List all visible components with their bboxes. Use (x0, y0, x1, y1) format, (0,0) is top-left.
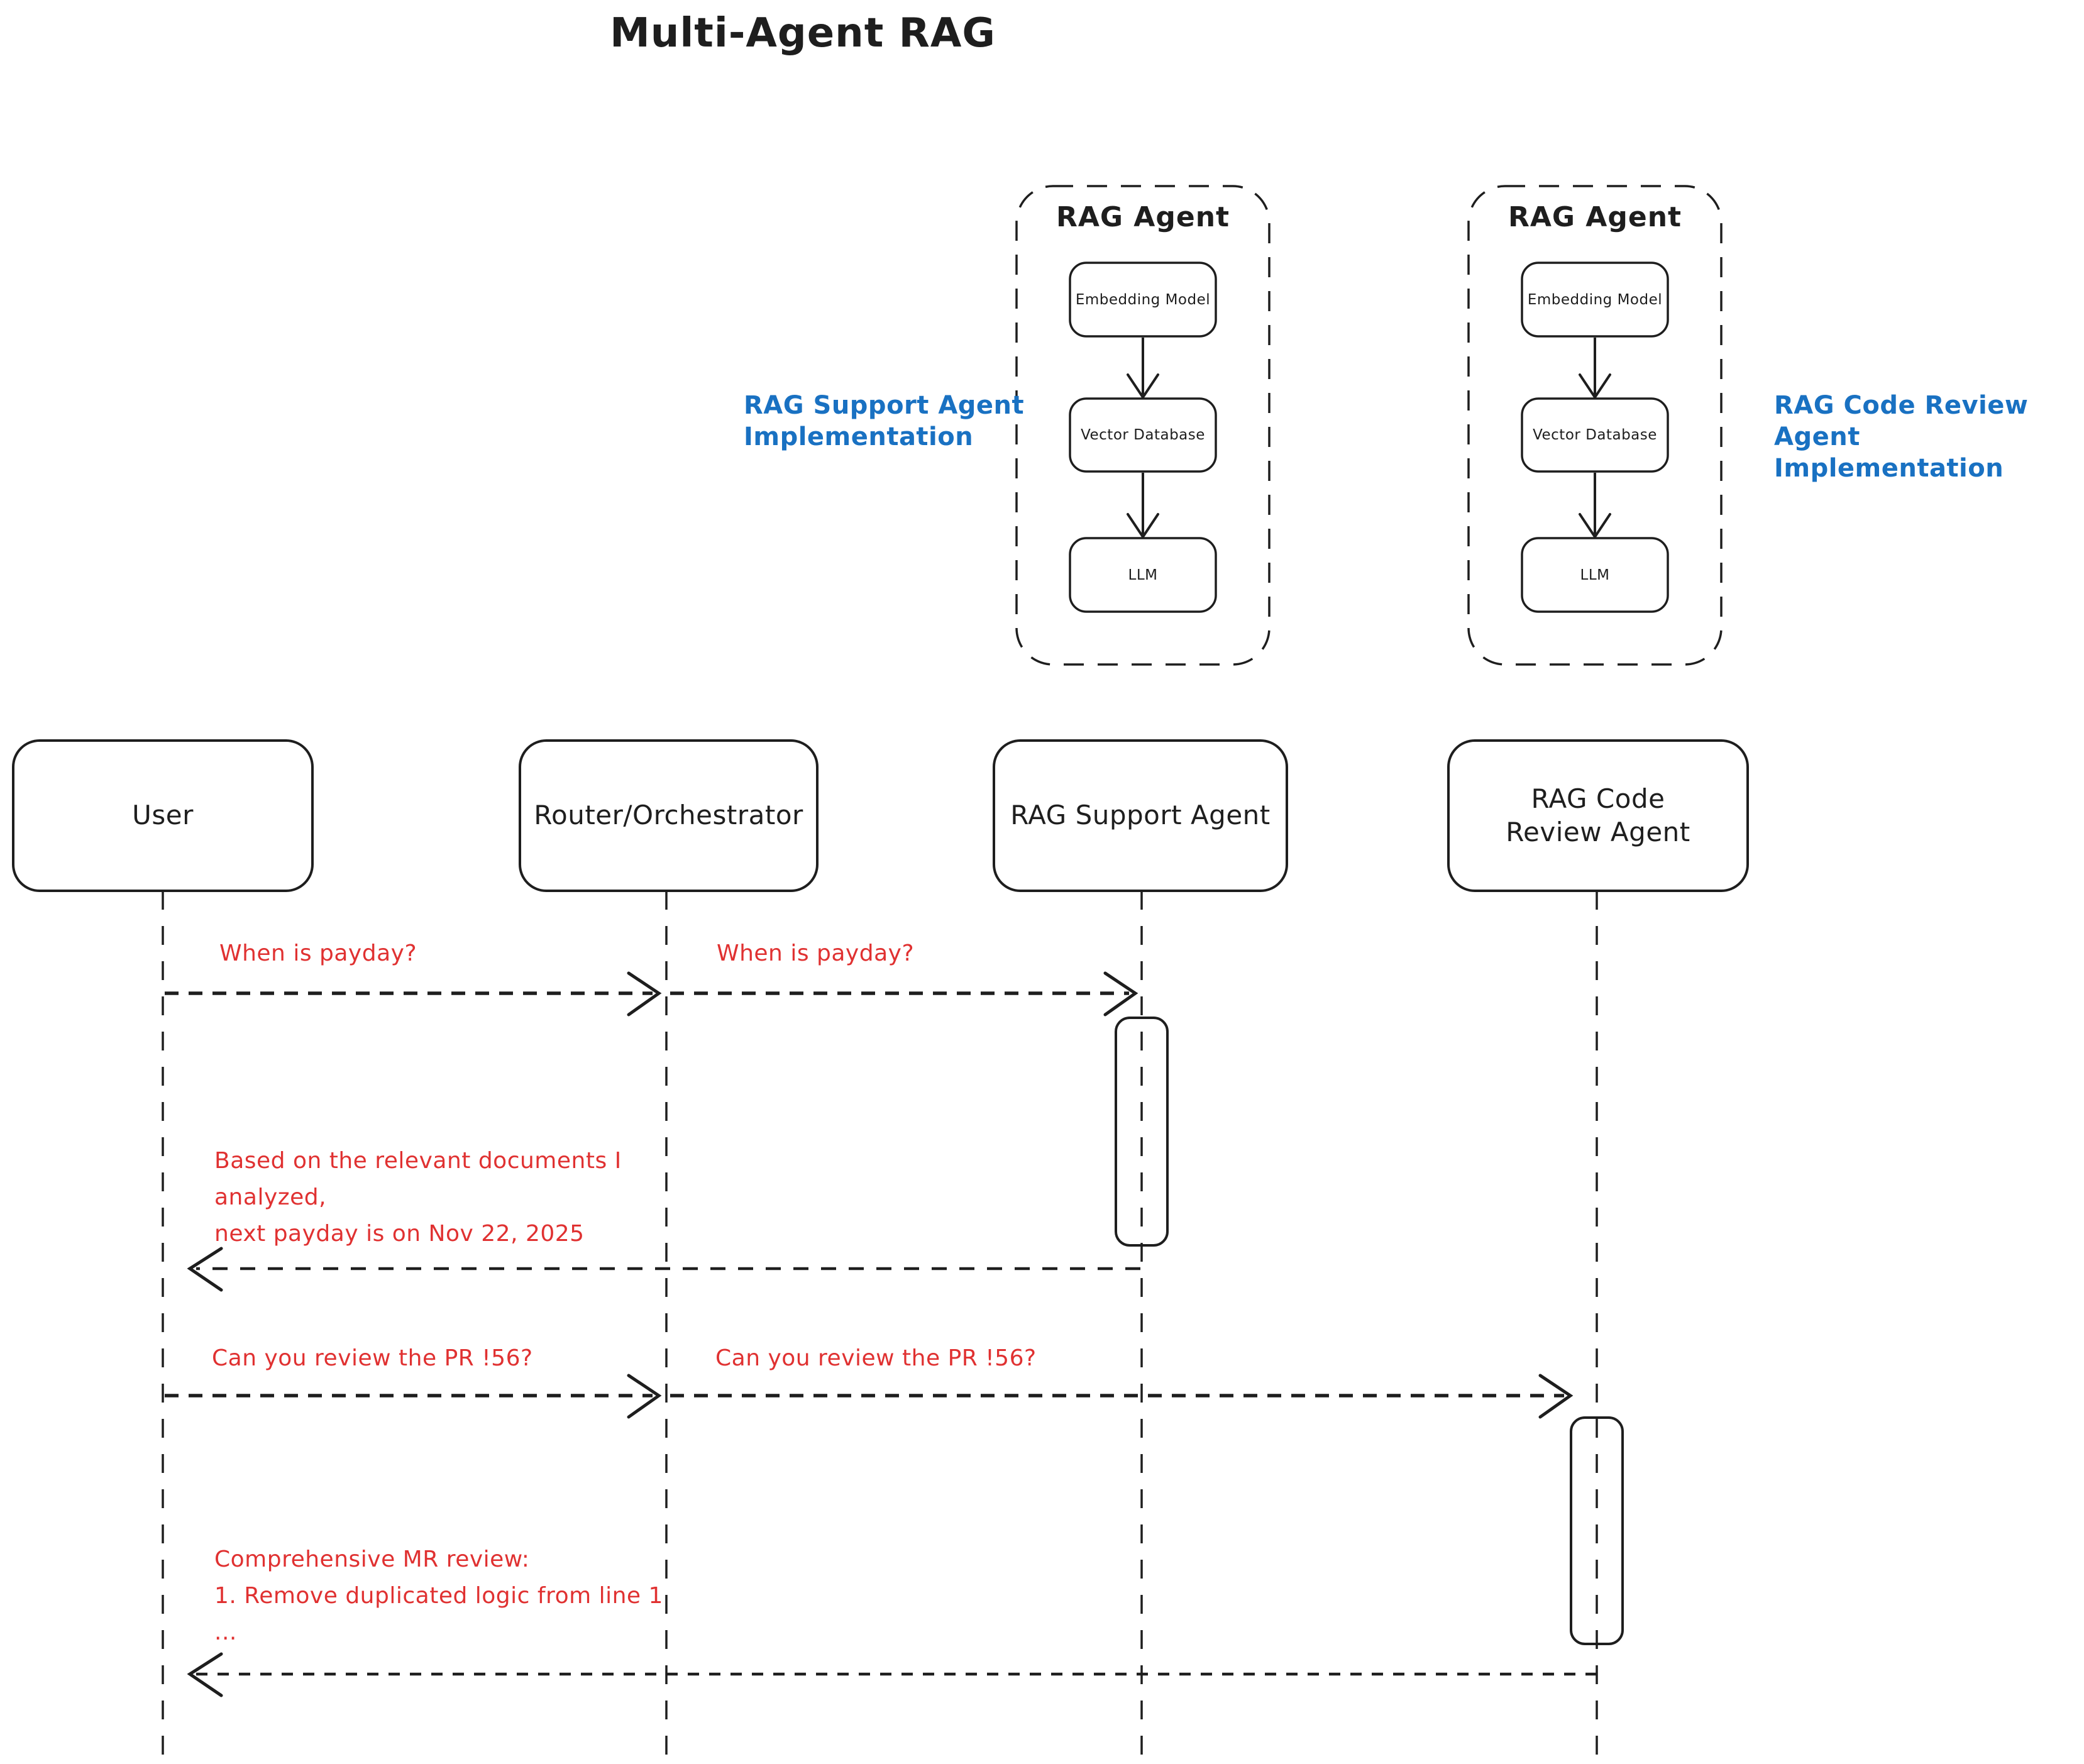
rag-support-agent-container (1015, 185, 1271, 666)
message-label-when-is-payday-1: When is payday? (219, 940, 417, 966)
annotation-rag-code-review-implementation: RAG Code Review Agent Implementation (1774, 391, 2029, 483)
activation-bars (1115, 1017, 1624, 1645)
arrow-head-icon (187, 1652, 223, 1697)
embedding-model-label: Embedding Model (1527, 291, 1663, 308)
rag-agent-container-title: RAG Agent (1056, 201, 1230, 233)
rag-agent-containers (1015, 185, 1723, 666)
arrow-head-icon (627, 971, 662, 1017)
actor-box-rag-code-review-agent (1447, 739, 1749, 892)
arrow-head-icon (1579, 513, 1611, 539)
embedding-model-box (1069, 262, 1217, 338)
arrow-head-icon (1103, 971, 1138, 1017)
actor-box-rag-support-agent (993, 739, 1288, 892)
rag-support-internals (1069, 262, 1217, 613)
message-label-when-is-payday-2: When is payday? (717, 940, 915, 966)
actor-boxes (12, 739, 1749, 892)
message-label-mr-review-answer: Comprehensive MR review: 1. Remove dupli… (214, 1546, 663, 1645)
arrow-head-icon (1579, 373, 1611, 400)
rag-code-review-internals (1521, 262, 1669, 613)
actor-label-rag-code-review-agent: RAG Code Review Agent (1506, 783, 1690, 847)
diagram-title: Multi-Agent RAG (610, 10, 996, 57)
activation-bar-rag-support (1115, 1017, 1169, 1247)
embedding-model-box (1521, 262, 1669, 338)
message-label-payday-answer: Based on the relevant documents I analyz… (214, 1148, 622, 1247)
lifelines (162, 891, 1598, 1758)
llm-label: LLM (1128, 566, 1158, 583)
annotation-rag-support-implementation: RAG Support Agent Implementation (744, 391, 1025, 451)
vector-database-label: Vector Database (1533, 427, 1657, 443)
arrow-head-icon (1127, 513, 1159, 539)
rag-agent-container-title: RAG Agent (1508, 201, 1682, 233)
activation-bar-rag-code-review (1570, 1416, 1624, 1645)
actor-label-user: User (132, 800, 194, 831)
message-label-review-pr-2: Can you review the PR !56? (715, 1345, 1037, 1371)
actor-label-router-orchestrator: Router/Orchestrator (534, 800, 803, 831)
arrow-head-icon (1538, 1374, 1574, 1419)
actor-box-router-orchestrator (519, 739, 819, 892)
rag-code-review-agent-container (1467, 185, 1723, 666)
arrow-head-icon (187, 1247, 223, 1292)
embedding-model-label: Embedding Model (1075, 291, 1211, 308)
message-label-review-pr-1: Can you review the PR !56? (212, 1345, 533, 1371)
actor-box-user (12, 739, 314, 892)
llm-label: LLM (1580, 566, 1610, 583)
actor-label-rag-support-agent: RAG Support Agent (1010, 800, 1271, 831)
arrow-head-icon (627, 1374, 662, 1419)
vector-database-label: Vector Database (1081, 427, 1205, 443)
arrow-head-icon (1127, 373, 1159, 400)
message-arrows (165, 971, 1597, 1697)
